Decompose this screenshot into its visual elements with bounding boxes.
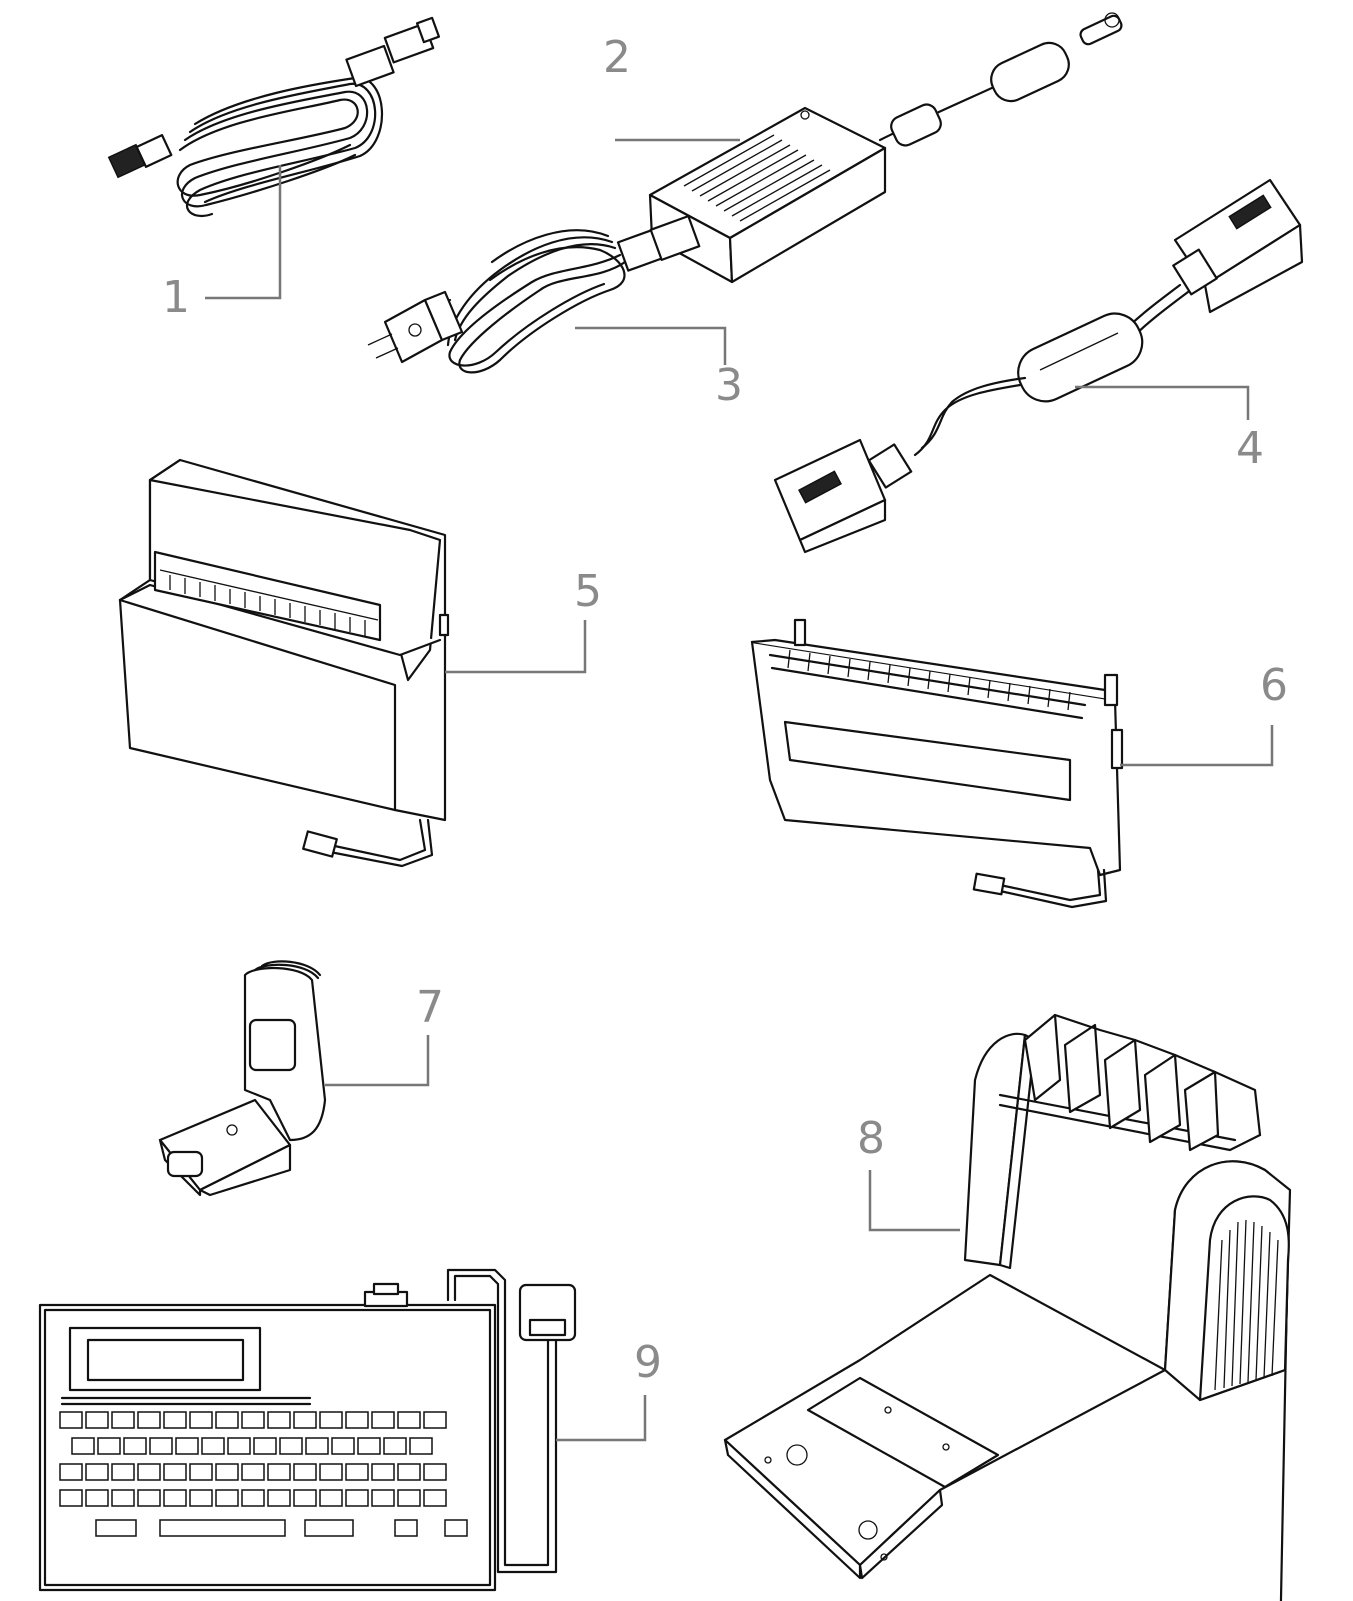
keypad-key xyxy=(215,1411,239,1429)
keypad-key xyxy=(423,1463,447,1481)
keypad-key xyxy=(149,1437,173,1455)
keypad-key xyxy=(253,1437,277,1455)
keypad-key xyxy=(189,1489,213,1507)
keypad-key xyxy=(319,1489,343,1507)
keypad-key xyxy=(137,1463,161,1481)
keypad-key xyxy=(71,1437,95,1455)
keypad-key xyxy=(241,1463,265,1481)
keypad-key xyxy=(137,1489,161,1507)
callout-9: 9 xyxy=(634,1337,662,1388)
keypad-key xyxy=(305,1437,329,1455)
keypad-key xyxy=(293,1463,317,1481)
serial-cable xyxy=(773,178,1304,554)
keypad-key xyxy=(319,1411,343,1429)
keypad-key xyxy=(137,1411,161,1429)
keypad-key xyxy=(175,1437,199,1455)
keypad-key xyxy=(345,1489,369,1507)
keypad-key xyxy=(241,1411,265,1429)
keypad-key xyxy=(444,1519,468,1537)
keypad-key xyxy=(394,1519,418,1537)
keypad-key xyxy=(85,1489,109,1507)
keyboard-adapter xyxy=(158,960,327,1197)
peel-module xyxy=(750,618,1124,909)
keypad-key xyxy=(397,1411,421,1429)
keypad-key xyxy=(59,1463,83,1481)
callout-4: 4 xyxy=(1236,423,1264,474)
keypad-key xyxy=(371,1411,395,1429)
keypad-key xyxy=(85,1411,109,1429)
keypad-key xyxy=(279,1437,303,1455)
keypad-key xyxy=(304,1519,354,1537)
power-cord xyxy=(367,215,701,374)
keypad-key xyxy=(123,1437,147,1455)
keypad-key xyxy=(189,1411,213,1429)
keypad-unit xyxy=(38,1268,577,1592)
callout-6: 6 xyxy=(1260,660,1288,711)
keypad-key xyxy=(371,1463,395,1481)
keypad-key xyxy=(163,1411,187,1429)
keypad-key xyxy=(357,1437,381,1455)
keypad-key xyxy=(97,1437,121,1455)
keypad-key xyxy=(345,1411,369,1429)
keypad-key xyxy=(293,1489,317,1507)
keypad-key xyxy=(397,1463,421,1481)
keypad-key xyxy=(345,1463,369,1481)
keypad-key xyxy=(111,1411,135,1429)
cutter-module xyxy=(118,458,450,868)
keypad-key xyxy=(111,1463,135,1481)
keypad-key xyxy=(159,1519,286,1537)
leader-lines xyxy=(205,138,1274,1442)
keypad-key xyxy=(111,1489,135,1507)
keypad-key xyxy=(371,1489,395,1507)
keypad-key xyxy=(201,1437,225,1455)
keypad-key xyxy=(85,1463,109,1481)
usb-cable xyxy=(107,16,441,217)
callout-labels: 1 2 3 4 5 6 7 8 9 xyxy=(162,32,1288,1388)
keypad-key xyxy=(293,1411,317,1429)
callout-8: 8 xyxy=(857,1113,885,1164)
keypad-key xyxy=(95,1519,137,1537)
callout-1: 1 xyxy=(162,272,190,323)
power-adapter xyxy=(648,12,1123,284)
keypad-key xyxy=(163,1489,187,1507)
keypad-key xyxy=(241,1489,265,1507)
callout-5: 5 xyxy=(574,566,602,617)
callout-3: 3 xyxy=(715,360,743,411)
keypad-key xyxy=(409,1437,433,1455)
keypad-key xyxy=(319,1463,343,1481)
keypad-key xyxy=(215,1463,239,1481)
keypad-key xyxy=(267,1463,291,1481)
keypad-key xyxy=(59,1411,83,1429)
keypad-key xyxy=(227,1437,251,1455)
keypad-key xyxy=(423,1489,447,1507)
keypad-key xyxy=(331,1437,355,1455)
keypad-key xyxy=(215,1489,239,1507)
keypad-key xyxy=(189,1463,213,1481)
media-hanger xyxy=(723,1013,1292,1601)
keypad-key xyxy=(267,1489,291,1507)
keypad-key xyxy=(267,1411,291,1429)
callout-7: 7 xyxy=(416,982,444,1033)
keypad-keys xyxy=(59,1411,468,1537)
keypad-key xyxy=(423,1411,447,1429)
keypad-key xyxy=(163,1463,187,1481)
keypad-key xyxy=(59,1489,83,1507)
keypad-key xyxy=(397,1489,421,1507)
keypad-key xyxy=(383,1437,407,1455)
callout-2: 2 xyxy=(603,32,631,83)
